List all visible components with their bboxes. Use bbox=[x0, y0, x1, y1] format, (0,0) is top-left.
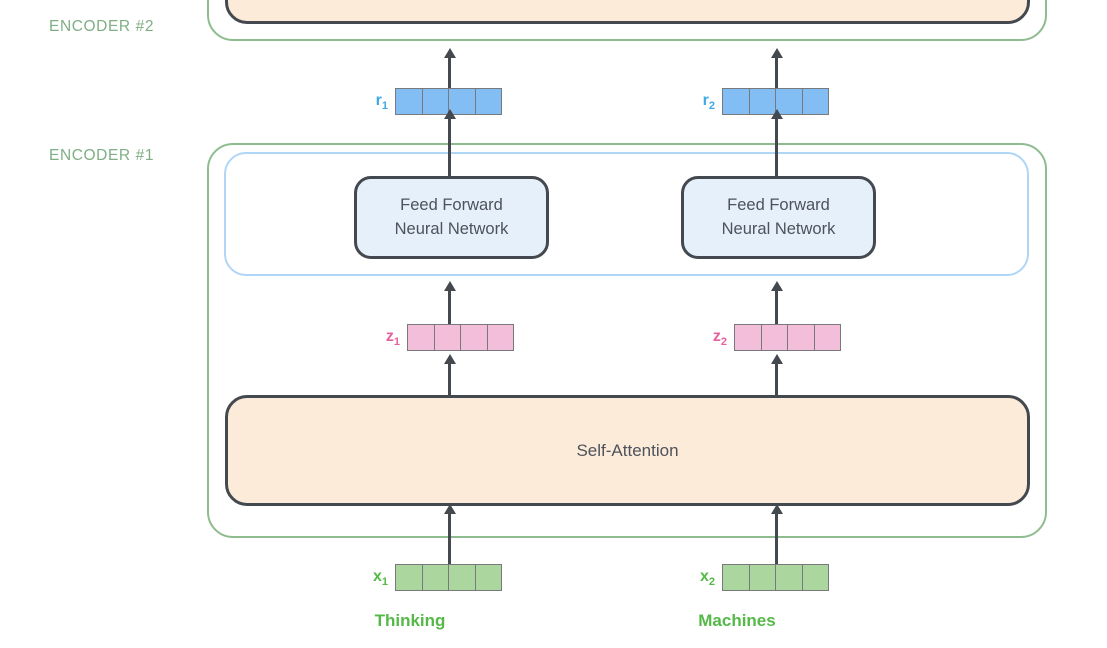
encoder-1-label: ENCODER #1 bbox=[49, 147, 155, 164]
feed-forward-neural-network-2: Feed Forward Neural Network bbox=[681, 176, 876, 259]
self-attention-label: Self-Attention bbox=[576, 440, 679, 460]
vector-z1-label: z1 bbox=[385, 327, 400, 348]
vector-cell bbox=[722, 564, 750, 591]
vector-x2: x2 bbox=[700, 564, 829, 591]
arrow-x1-to-selfattention bbox=[448, 512, 451, 566]
input-word-1: Thinking bbox=[374, 611, 446, 630]
arrow-ffnn1-to-r1 bbox=[448, 117, 451, 177]
input-word-2: Machines bbox=[698, 611, 776, 630]
vector-x1: x1 bbox=[373, 564, 502, 591]
vector-cell bbox=[474, 88, 502, 115]
vector-cell bbox=[801, 564, 829, 591]
vector-cell bbox=[448, 564, 476, 591]
ffnn-1-line-1: Feed Forward bbox=[400, 196, 503, 215]
arrow-z1-to-ffnn1 bbox=[448, 289, 451, 336]
vector-cell bbox=[407, 324, 435, 351]
arrow-z2-to-ffnn2 bbox=[775, 289, 778, 336]
vector-cell bbox=[395, 564, 423, 591]
feed-forward-neural-network-1: Feed Forward Neural Network bbox=[354, 176, 549, 259]
vector-cell bbox=[775, 564, 803, 591]
self-attention-block-encoder-2 bbox=[225, 0, 1030, 24]
vector-cell bbox=[421, 564, 449, 591]
vector-cell bbox=[760, 324, 788, 351]
arrow-selfattention-to-z1 bbox=[448, 362, 451, 397]
vector-cell bbox=[395, 88, 423, 115]
vector-r2: r2 bbox=[703, 88, 829, 115]
vector-cell bbox=[748, 564, 776, 591]
vector-cell bbox=[813, 324, 841, 351]
vector-cell bbox=[460, 324, 488, 351]
arrow-r2-to-encoder2 bbox=[775, 56, 778, 88]
vector-cell bbox=[734, 324, 762, 351]
vector-z1: z1 bbox=[386, 324, 514, 351]
ffnn-1-line-2: Neural Network bbox=[394, 219, 509, 238]
arrow-selfattention-to-z2 bbox=[775, 362, 778, 397]
ffnn-2-line-2: Neural Network bbox=[721, 219, 836, 238]
vector-x2-label: x2 bbox=[699, 567, 715, 588]
vector-x1-label: x1 bbox=[372, 567, 388, 588]
arrow-x2-to-selfattention bbox=[775, 512, 778, 566]
encoder-1-frame bbox=[207, 143, 1047, 538]
vector-cell bbox=[787, 324, 815, 351]
feed-forward-layer-container bbox=[224, 152, 1029, 276]
encoder-2-label: ENCODER #2 bbox=[49, 18, 155, 35]
ffnn-2-line-1: Feed Forward bbox=[727, 196, 830, 215]
vector-z2: z2 bbox=[713, 324, 841, 351]
arrow-r1-to-encoder2 bbox=[448, 56, 451, 88]
vector-z2-label: z2 bbox=[712, 327, 727, 348]
self-attention-block-encoder-1: Self-Attention bbox=[225, 395, 1030, 506]
encoder-2-frame bbox=[207, 0, 1047, 41]
vector-r1-label: r1 bbox=[375, 91, 388, 112]
vector-cell bbox=[474, 564, 502, 591]
vector-r2-label: r2 bbox=[702, 91, 715, 112]
arrow-ffnn2-to-r2 bbox=[775, 117, 778, 177]
vector-cell bbox=[433, 324, 461, 351]
vector-cell bbox=[801, 88, 829, 115]
vector-cell bbox=[722, 88, 750, 115]
vector-cell bbox=[486, 324, 514, 351]
